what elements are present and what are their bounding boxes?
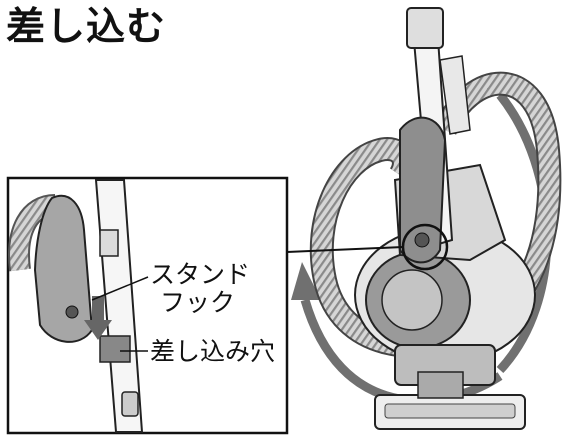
- floor-nozzle: [374, 371, 526, 430]
- callout-line: [286, 246, 404, 253]
- page-title: 差し込む: [6, 5, 167, 50]
- label-insertion-hole: 差し込み穴: [150, 337, 275, 366]
- label-stand-hook-2: フック: [160, 288, 235, 317]
- insert-arrow-icon: [84, 296, 112, 340]
- detail-inset: [6, 176, 289, 435]
- label-stand-hook-1: スタンド: [150, 260, 250, 289]
- hose-handle: [399, 116, 447, 264]
